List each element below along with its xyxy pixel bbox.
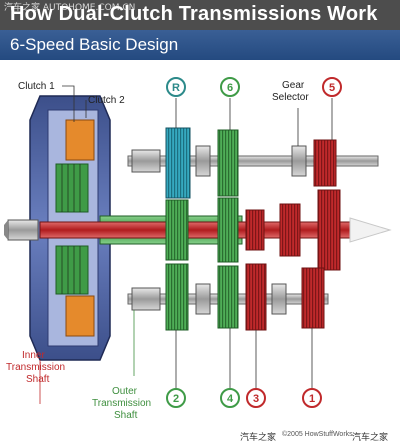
page-title: How Dual-Clutch Transmissions Work	[10, 3, 378, 25]
clutch1-leader	[62, 85, 75, 122]
badge-third-text: 3	[253, 393, 259, 405]
badge-sixth-text: 6	[227, 82, 233, 94]
badge-second-text: 2	[173, 393, 179, 405]
lower-synchronizer-1	[195, 283, 211, 315]
inner-shaft-gear-3	[245, 209, 265, 251]
engine-input-shaft	[7, 219, 39, 241]
badge-reverse-text: R	[172, 82, 180, 94]
inner-shaft-label-line2: Transmission	[6, 362, 65, 373]
badge-second: 2	[166, 388, 186, 408]
clutch2-label: Clutch 2	[88, 95, 125, 106]
clutch1-pack-lower	[55, 245, 89, 295]
title-bar: 汽车之家 AUTOHOME.COM.CN How Dual-Clutch Tra…	[0, 0, 400, 30]
transmission-diagram: Clutch 1 Clutch 2 Gear Selector Inner Tr…	[0, 60, 400, 446]
outer-shaft-label-line1: Outer	[112, 386, 138, 397]
clutch1-label: Clutch 1	[18, 81, 55, 92]
badge-fourth-text: 4	[227, 393, 234, 405]
badge-fifth-text: 5	[329, 82, 335, 94]
subtitle-bar: 6-Speed Basic Design	[0, 30, 400, 60]
upper-shaft-spool	[131, 149, 161, 173]
first-gear	[301, 267, 325, 329]
badge-fifth: 5	[322, 77, 342, 97]
gear-selector-label-line1: Gear	[282, 80, 305, 91]
inner-shaft-label-line1: Inner	[22, 350, 45, 361]
third-gear	[245, 263, 267, 331]
outer-shaft-label-line2: Transmission	[92, 398, 151, 409]
badge-fourth: 4	[220, 388, 240, 408]
badge-third: 3	[246, 388, 266, 408]
inner-transmission-shaft	[39, 221, 351, 239]
footer-watermark-right: 汽车之家	[352, 431, 388, 443]
watermark-top: 汽车之家 AUTOHOME.COM.CN	[4, 3, 136, 13]
inner-shaft-label-line3: Shaft	[26, 374, 50, 385]
outer-shaft-label-line3: Shaft	[114, 410, 138, 421]
clutch1-pack-upper	[55, 163, 89, 213]
clutch2-pack-upper	[65, 119, 95, 161]
outer-shaft-gear-4-6	[217, 197, 239, 263]
lower-shaft-spool	[131, 287, 161, 311]
page-subtitle: 6-Speed Basic Design	[10, 35, 179, 54]
output-arrow	[349, 217, 392, 243]
upper-synchronizer-1	[195, 145, 211, 177]
fourth-gear	[217, 265, 239, 329]
inner-shaft-gear-1-5	[317, 189, 341, 271]
fifth-gear	[313, 139, 337, 187]
inner-shaft-gear-odd	[279, 203, 301, 257]
badge-first-text: 1	[309, 393, 315, 405]
upper-output-shaft	[127, 155, 379, 167]
footer-watermark-left: 汽车之家	[240, 431, 276, 443]
badge-sixth: 6	[220, 77, 240, 97]
footer-copyright: ©2005 HowStuffWorks	[282, 430, 353, 438]
reverse-gear	[165, 127, 191, 199]
gear-selector-label-line2: Selector	[272, 92, 309, 103]
gear-selector-collar	[291, 145, 307, 177]
clutch2-pack-lower	[65, 295, 95, 337]
lower-synchronizer-2	[271, 283, 287, 315]
second-gear	[165, 263, 189, 331]
badge-reverse: R	[166, 77, 186, 97]
outer-shaft-gear-2-r	[165, 199, 189, 261]
sixth-gear	[217, 129, 239, 197]
badge-first: 1	[302, 388, 322, 408]
